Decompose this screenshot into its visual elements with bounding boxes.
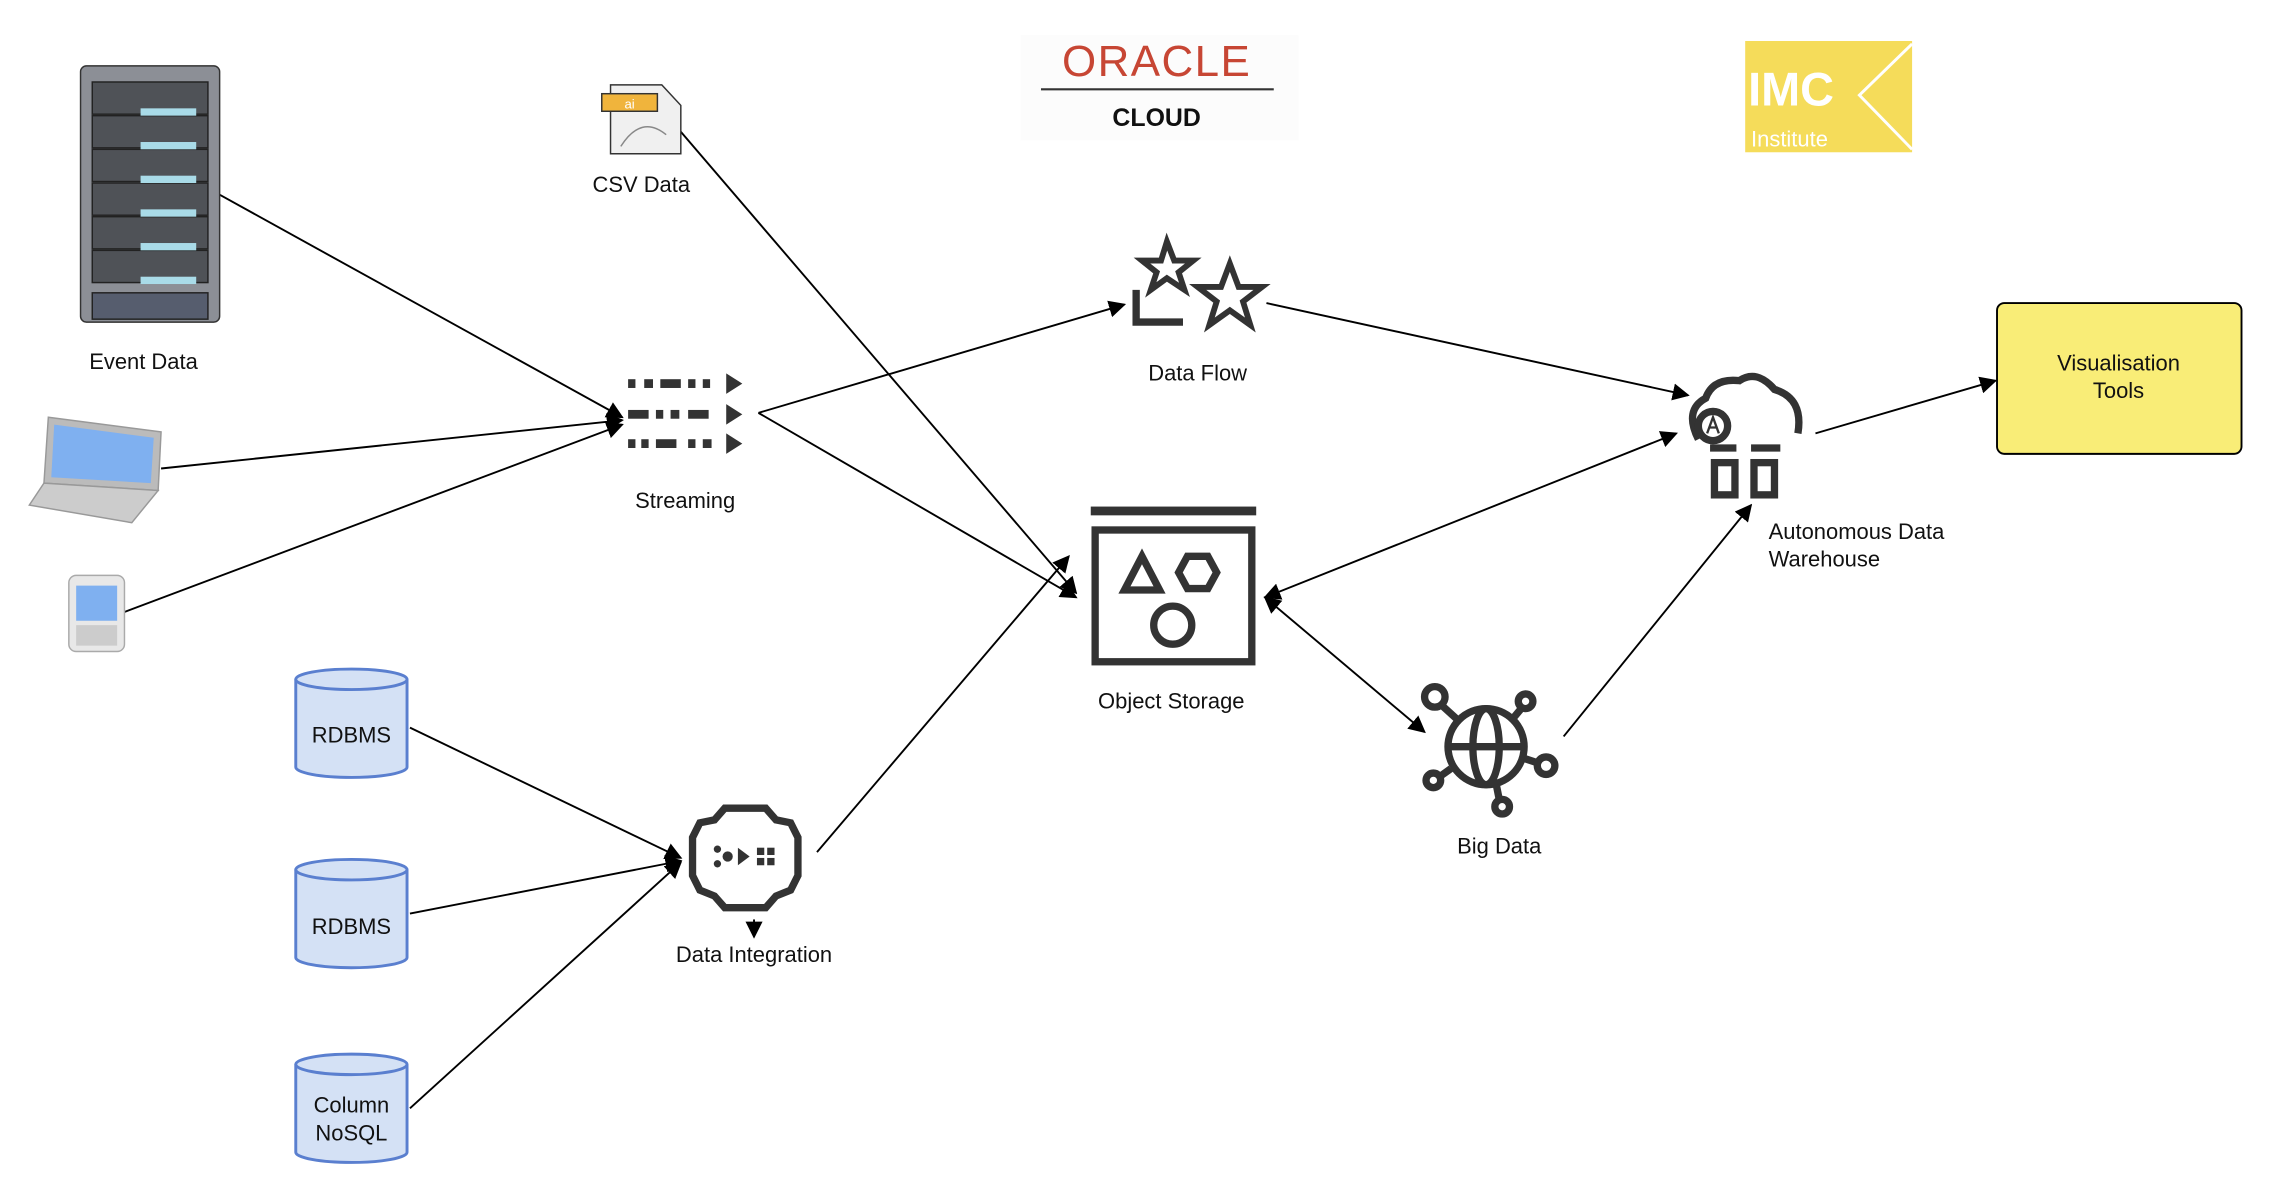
svg-text:ai: ai	[624, 96, 634, 111]
imc-institute-logo: IMC Institute	[1745, 40, 1914, 153]
data-flow-label: Data Flow	[1148, 361, 1247, 386]
object-storage-label: Object Storage	[1098, 689, 1244, 714]
edge-integration-to-storage	[816, 555, 1070, 853]
edge-streaming-to-storage	[757, 412, 1078, 599]
svg-text:RDBMS: RDBMS	[312, 722, 391, 747]
mobile-phone-icon	[68, 574, 126, 653]
streaming-label: Streaming	[635, 488, 735, 513]
edge-nosql-to-integration	[409, 861, 683, 1110]
data-flow-icon	[1132, 232, 1271, 333]
svg-text:Column: Column	[314, 1093, 390, 1118]
edge-bigdata-to-adw	[1562, 503, 1753, 738]
server-rack-icon	[79, 65, 221, 323]
streaming-icon	[628, 373, 743, 454]
object-storage-icon	[1090, 506, 1257, 666]
svg-text:RDBMS: RDBMS	[312, 914, 391, 939]
edge-rdbms2-to-integration	[409, 855, 683, 915]
svg-text:ORACLE: ORACLE	[1062, 37, 1251, 86]
event-data-label: Event Data	[89, 349, 198, 374]
big-data-icon	[1420, 682, 1559, 818]
svg-text:NoSQL: NoSQL	[315, 1121, 387, 1146]
edge-storage-adw	[1263, 431, 1678, 600]
adw-a-glyph-icon	[1706, 413, 1720, 434]
edge-csv-to-storage	[680, 131, 1078, 595]
edge-dataflow-to-adw	[1266, 302, 1690, 401]
svg-text:IMC: IMC	[1748, 63, 1834, 115]
column-nosql-database: Column NoSQL	[294, 1052, 409, 1164]
edges	[124, 131, 1998, 1110]
rdbms-database-2: RDBMS	[294, 857, 409, 970]
svg-text:Institute: Institute	[1751, 126, 1828, 151]
edge-laptop-to-streaming	[160, 413, 624, 470]
laptop-icon	[28, 416, 162, 524]
edge-phone-to-streaming	[124, 421, 624, 613]
edge-storage-bigdata	[1263, 596, 1426, 734]
edge-adw-to-vis	[1815, 376, 1998, 435]
csv-data-label: CSV Data	[592, 172, 690, 197]
edge-event-to-streaming	[219, 193, 624, 419]
big-data-label: Big Data	[1457, 834, 1542, 859]
visualisation-tools-box: Visualisation Tools	[1996, 302, 2243, 455]
adw-label-line1: Autonomous Data	[1769, 519, 1946, 544]
data-integration-label: Data Integration	[676, 942, 832, 967]
data-integration-icon	[688, 804, 802, 912]
svg-text:CLOUD: CLOUD	[1112, 104, 1200, 132]
svg-text:Visualisation: Visualisation	[2057, 350, 2180, 375]
adw-label-line2: Warehouse	[1769, 547, 1880, 572]
edge-streaming-to-dataflow	[758, 300, 1127, 414]
oracle-cloud-logo: ORACLE CLOUD	[1020, 35, 1299, 141]
svg-text:Tools: Tools	[2093, 378, 2144, 403]
rdbms-database-1: RDBMS	[294, 667, 409, 779]
autonomous-data-warehouse-icon	[1688, 372, 1803, 499]
edge-rdbms1-to-integration	[409, 726, 683, 859]
csv-file-icon: ai	[601, 84, 682, 155]
